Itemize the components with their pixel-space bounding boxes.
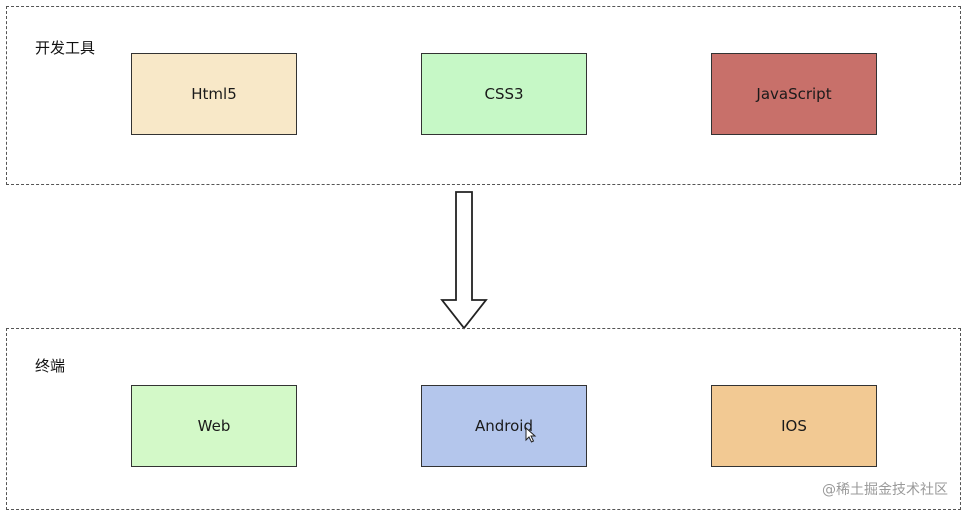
node-android: Android [421,385,587,467]
terminals-group: 终端 Web Android IOS [6,328,961,510]
node-css3: CSS3 [421,53,587,135]
arrow-down-icon [440,191,488,330]
group-label-dev-tools: 开发工具 [35,39,96,57]
node-javascript: JavaScript [711,53,877,135]
group-label-terminals: 终端 [35,357,66,375]
watermark: @稀土掘金技术社区 [822,482,948,498]
node-ios: IOS [711,385,877,467]
mouse-cursor-icon [525,427,537,443]
dev-tools-group: 开发工具 Html5 CSS3 JavaScript [6,6,961,185]
node-html5: Html5 [131,53,297,135]
node-web: Web [131,385,297,467]
